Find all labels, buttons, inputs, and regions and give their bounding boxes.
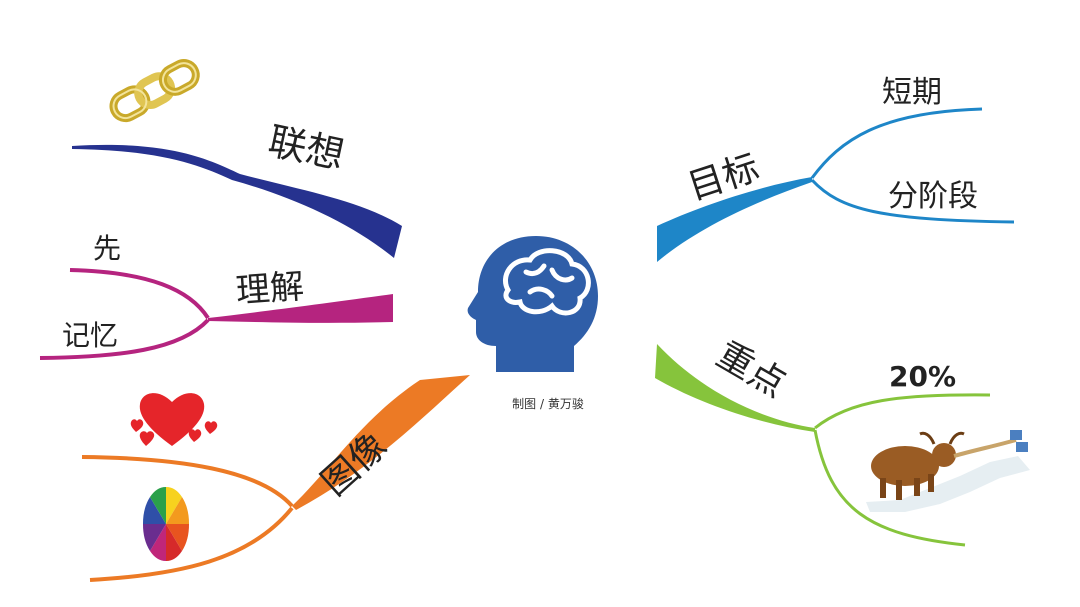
diagram-caption: 制图 / 黄万骏 [512, 397, 584, 411]
branch-goal-child-line-1 [810, 107, 983, 179]
goal-child-1: 短期 [882, 75, 942, 110]
branch-focus-trunk [655, 344, 815, 432]
understanding-child-1: 先 [93, 232, 121, 265]
branch-focus-child-line-1 [814, 393, 991, 430]
branch-goal-child-line-2 [810, 178, 1015, 224]
branch-image-child-line-1 [81, 455, 294, 508]
branch-focus: 重点 20% [655, 334, 1030, 547]
chain-icon [109, 59, 200, 123]
branch-image-trunk [292, 375, 470, 510]
branch-image-child-line-2 [89, 506, 294, 582]
brain-icon [503, 248, 591, 316]
branch-understanding-child-line-2 [39, 318, 210, 360]
branch-association: 联想 [72, 59, 402, 258]
branch-goal: 目标 短期 分阶段 [657, 75, 1015, 262]
ox-pulling-rope-icon [866, 430, 1030, 512]
head-silhouette [467, 236, 598, 372]
branch-focus-child-line-2 [813, 429, 966, 547]
branch-association-label: 联想 [265, 119, 349, 178]
branch-goal-trunk [657, 177, 812, 262]
brain-head-icon: 制图 / 黄万骏 [467, 236, 598, 411]
hearts-icon [130, 393, 218, 446]
color-wheel-icon [142, 486, 190, 562]
branch-understanding-trunk [208, 294, 393, 323]
focus-child-1: 20% [889, 360, 956, 393]
branch-understanding: 理解 先 记忆 [39, 232, 393, 360]
branch-image: 图像 [81, 375, 470, 582]
branch-focus-label: 重点 [710, 334, 793, 406]
branch-association-line [72, 144, 402, 258]
understanding-child-2: 记忆 [62, 319, 118, 352]
branch-understanding-child-line-1 [69, 268, 210, 320]
goal-child-2: 分阶段 [888, 179, 978, 214]
branch-understanding-label: 理解 [235, 267, 306, 312]
